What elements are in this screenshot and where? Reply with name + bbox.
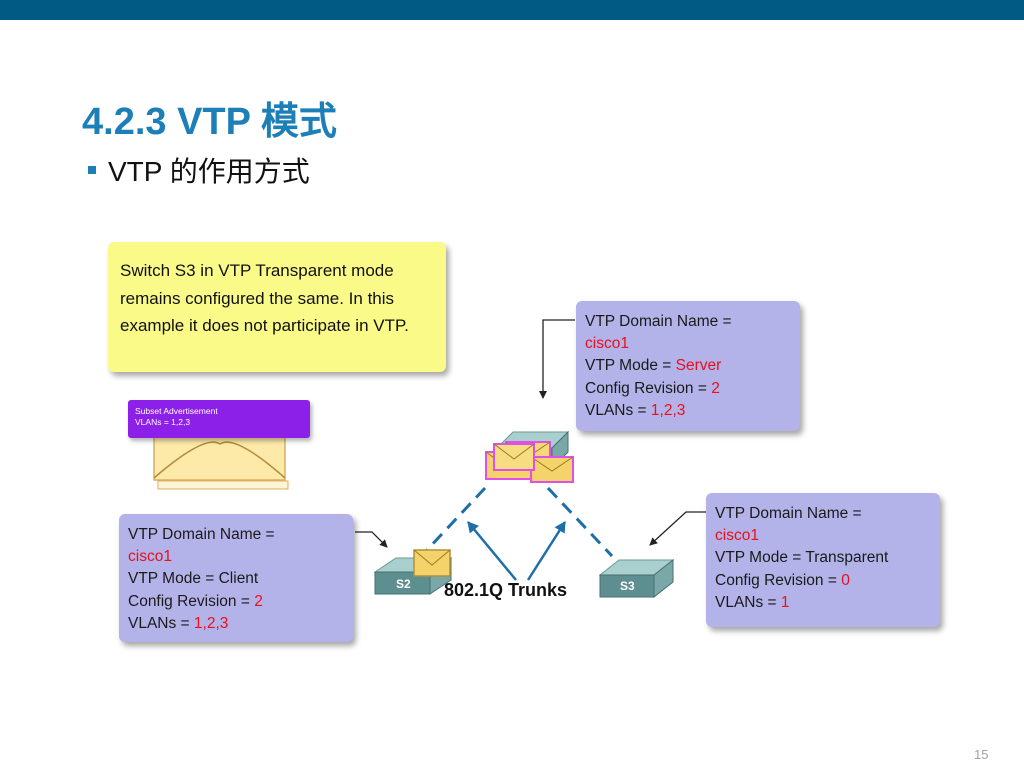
transparent-note-text: Switch S3 in VTP Transparent mode remain… [120, 261, 409, 335]
trunk-arrow-left [467, 521, 517, 581]
advertisement-vlans: VLANs = 1,2,3 [135, 417, 191, 427]
transparent-domain-label: VTP Domain Name = [715, 505, 862, 522]
server-info-box: VTP Domain Name = cisco1 VTP Mode = Serv… [576, 301, 800, 431]
client-info-box: VTP Domain Name = cisco1 VTP Mode = Clie… [119, 514, 353, 642]
server-pointer-arrow [539, 319, 575, 399]
switch-s2-label: S2 [396, 577, 411, 591]
transparent-domain-value: cisco1 [715, 527, 759, 545]
client-revision: Config Revision = 2 [128, 592, 263, 610]
advertisement-title: Subset Advertisement [135, 406, 218, 416]
trunk-label: 802.1Q Trunks [444, 580, 568, 600]
trunk-arrow-right [526, 521, 567, 581]
switch-s3-icon: S3 [598, 558, 675, 599]
switch-s3-label: S3 [620, 579, 635, 593]
bullet-text: VTP 的作用方式 [108, 156, 310, 187]
server-envelopes-icon [485, 441, 574, 483]
server-revision: Config Revision = 2 [585, 379, 720, 397]
trunk-link-s1-s2 [425, 486, 487, 552]
transparent-vlans: VLANs = 1 [715, 593, 790, 611]
advertisement-envelope-icon [153, 431, 289, 490]
top-header-bar [0, 0, 1024, 20]
transparent-revision: Config Revision = 0 [715, 571, 850, 589]
page-number: 15 [974, 747, 989, 762]
client-domain-value: cisco1 [128, 548, 172, 566]
server-domain-label: VTP Domain Name = [585, 313, 732, 330]
client-mode: VTP Mode = Client [128, 570, 259, 588]
server-mode: VTP Mode = Server [585, 357, 722, 375]
transparent-pointer-arrow [649, 511, 707, 546]
server-domain-value: cisco1 [585, 335, 629, 353]
trunk-link-s1-s3 [546, 486, 614, 558]
server-vlans: VLANs = 1,2,3 [585, 401, 686, 419]
client-pointer-arrow [355, 531, 388, 548]
transparent-mode: VTP Mode = Transparent [715, 549, 889, 567]
client-domain-label: VTP Domain Name = [128, 526, 275, 543]
transparent-info-box: VTP Domain Name = cisco1 VTP Mode = Tran… [706, 493, 940, 627]
bullet-square-icon [88, 166, 96, 174]
client-vlans: VLANs = 1,2,3 [128, 614, 229, 632]
transparent-note: Switch S3 in VTP Transparent mode remain… [108, 242, 446, 372]
bullet-item: VTP 的作用方式 [88, 150, 310, 190]
subset-advertisement-tab: Subset Advertisement VLANs = 1,2,3 [128, 400, 310, 438]
s2-envelope-icon [413, 549, 451, 577]
slide-title: 4.2.3 VTP 模式 [82, 101, 337, 143]
